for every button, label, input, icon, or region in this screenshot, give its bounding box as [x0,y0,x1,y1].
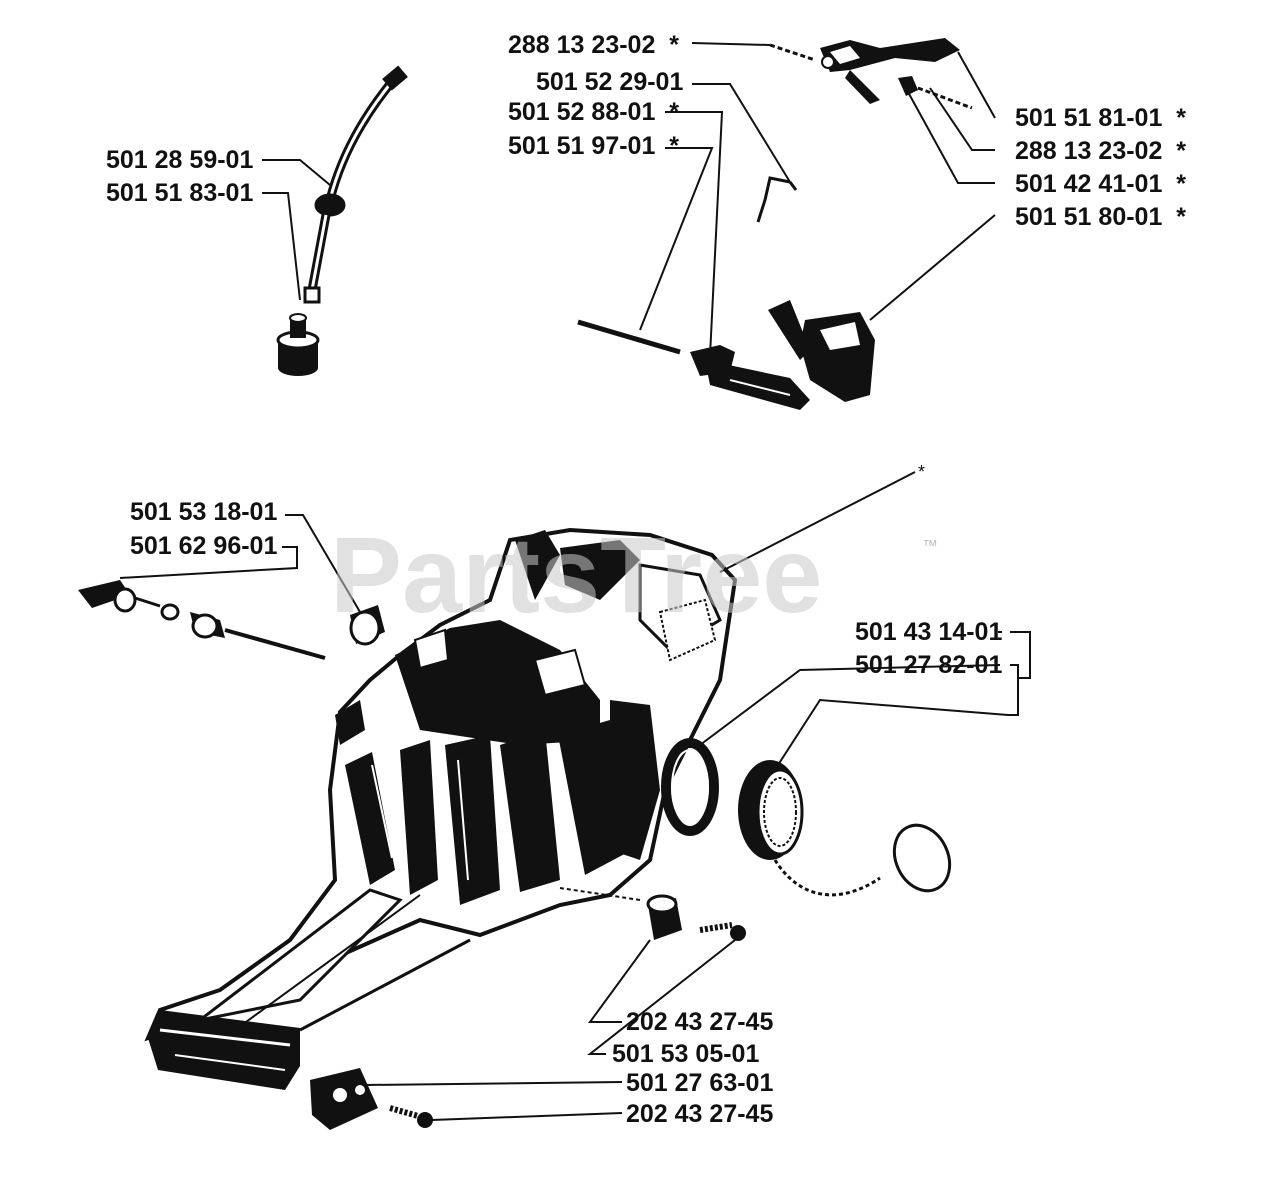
part-number-label[interactable]: 501 51 81-01 * [1015,104,1186,132]
part-number-label[interactable]: 202 43 27-45 [626,1100,774,1128]
oil-pickup-hose[interactable] [303,65,408,304]
throttle-spring[interactable] [769,43,973,110]
part-number-label[interactable]: 501 53 05-01 [612,1040,760,1068]
trademark-symbol: ™ [922,538,938,555]
screw-lower[interactable] [389,1105,433,1128]
leader-lines-mid-left [119,514,361,613]
leader-lines-mid-right [699,631,1031,766]
dust-cover[interactable] [310,1068,378,1130]
leader-lines-top [639,42,996,357]
part-number-label[interactable]: 501 53 18-01 [130,498,278,526]
throttle-lock-lever[interactable] [690,300,875,410]
av-buffer[interactable] [646,894,682,940]
part-number-label[interactable]: 501 28 59-01 [106,146,254,174]
part-number-label[interactable]: 501 51 83-01 [106,179,254,207]
leader-lines-top-left [262,159,331,301]
part-number-label[interactable]: 501 43 14-01 [855,618,1003,646]
leader-line-housing [719,471,916,573]
part-number-label[interactable]: 501 52 29-01 [536,68,684,96]
part-number-label[interactable]: 501 51 80-01 * [1015,203,1186,231]
part-number-label[interactable]: 501 27 82-01 [855,651,1003,679]
bushing[interactable] [349,605,385,646]
throttle-rod[interactable] [577,319,681,355]
crankcase-housing[interactable] [144,527,738,1090]
watermark: PartsTree [330,514,823,635]
part-number-label[interactable]: 501 51 97-01 * [508,132,679,160]
throttle-link-rod[interactable] [756,176,798,223]
part-number-label[interactable]: 501 42 41-01 * [1015,170,1186,198]
part-number-label[interactable]: 501 52 88-01 * [508,98,679,126]
part-number-label[interactable]: 501 62 96-01 [130,532,278,560]
part-number-label[interactable]: 288 13 23-02 * [1015,137,1186,165]
fuel-line-assembly[interactable] [78,580,326,660]
part-number-label[interactable]: 288 13 23-02 * [508,31,679,59]
fuel-cap[interactable] [738,760,804,860]
leader-lines-bottom [364,887,736,1121]
o-ring[interactable] [661,738,719,836]
part-number-label[interactable]: 202 43 27-45 [626,1008,774,1036]
cap-retaining-chain[interactable] [773,816,960,900]
housing-marker: * [918,462,926,482]
oil-filter[interactable] [276,313,320,376]
part-number-label[interactable]: 501 27 63-01 [626,1069,774,1097]
screw-upper[interactable] [699,922,746,941]
throttle-trigger-assembly[interactable] [820,38,960,104]
